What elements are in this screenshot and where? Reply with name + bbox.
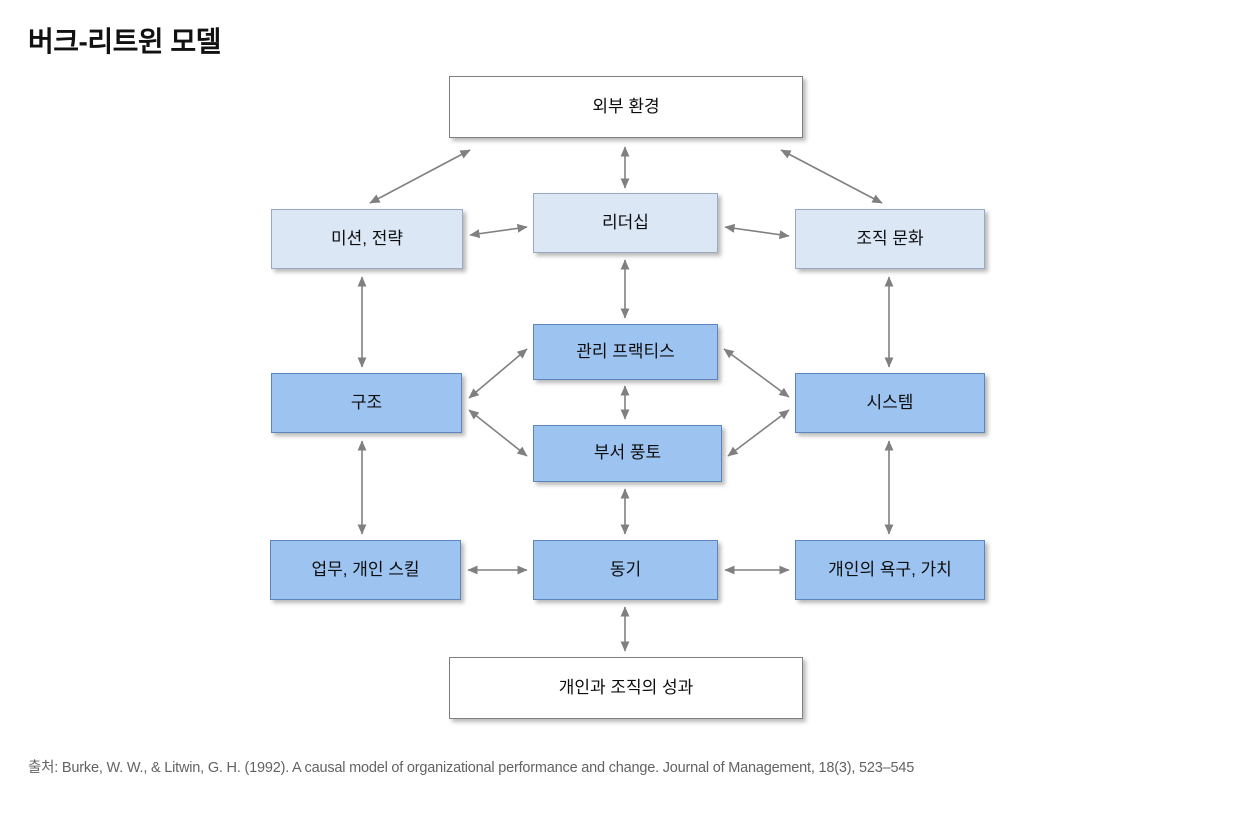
node-motivation[interactable]: 동기 [533, 540, 718, 600]
edge-structure-mgmt [468, 348, 528, 399]
node-organizational-culture[interactable]: 조직 문화 [795, 209, 985, 269]
node-mission-strategy[interactable]: 미션, 전략 [271, 209, 463, 269]
node-external-environment[interactable]: 외부 환경 [449, 76, 803, 138]
node-label: 업무, 개인 스킬 [311, 559, 420, 579]
node-structure[interactable]: 구조 [271, 373, 462, 433]
node-leadership[interactable]: 리더십 [533, 193, 718, 253]
node-individual-needs-values[interactable]: 개인의 욕구, 가치 [795, 540, 985, 600]
edge-external-mission [369, 149, 471, 204]
node-label: 개인의 욕구, 가치 [828, 559, 952, 579]
edge-leadership-culture [724, 223, 790, 240]
node-label: 동기 [609, 559, 642, 579]
node-management-practices[interactable]: 관리 프랙티스 [533, 324, 718, 380]
source-citation: 출처: Burke, W. W., & Litwin, G. H. (1992)… [28, 760, 915, 776]
node-task-individual-skills[interactable]: 업무, 개인 스킬 [270, 540, 461, 600]
node-systems[interactable]: 시스템 [795, 373, 985, 433]
node-label: 외부 환경 [592, 96, 660, 116]
edge-external-culture [780, 149, 883, 204]
node-label: 조직 문화 [856, 228, 924, 248]
node-label: 시스템 [866, 392, 914, 412]
node-performance[interactable]: 개인과 조직의 성과 [449, 657, 803, 719]
node-label: 관리 프랙티스 [576, 341, 675, 361]
node-label: 구조 [350, 392, 383, 412]
page-title: 버크-리트윈 모델 [28, 26, 221, 57]
node-label: 리더십 [602, 212, 649, 232]
node-work-unit-climate[interactable]: 부서 풍토 [533, 425, 722, 482]
edge-mission-leadership [469, 223, 528, 239]
edge-climate-systems [727, 409, 790, 457]
node-label: 개인과 조직의 성과 [558, 677, 694, 697]
node-label: 미션, 전략 [330, 228, 403, 248]
edge-structure-climate [468, 409, 528, 457]
node-label: 부서 풍토 [593, 443, 662, 463]
edge-mgmt-systems [723, 348, 790, 398]
edges [357, 146, 894, 652]
